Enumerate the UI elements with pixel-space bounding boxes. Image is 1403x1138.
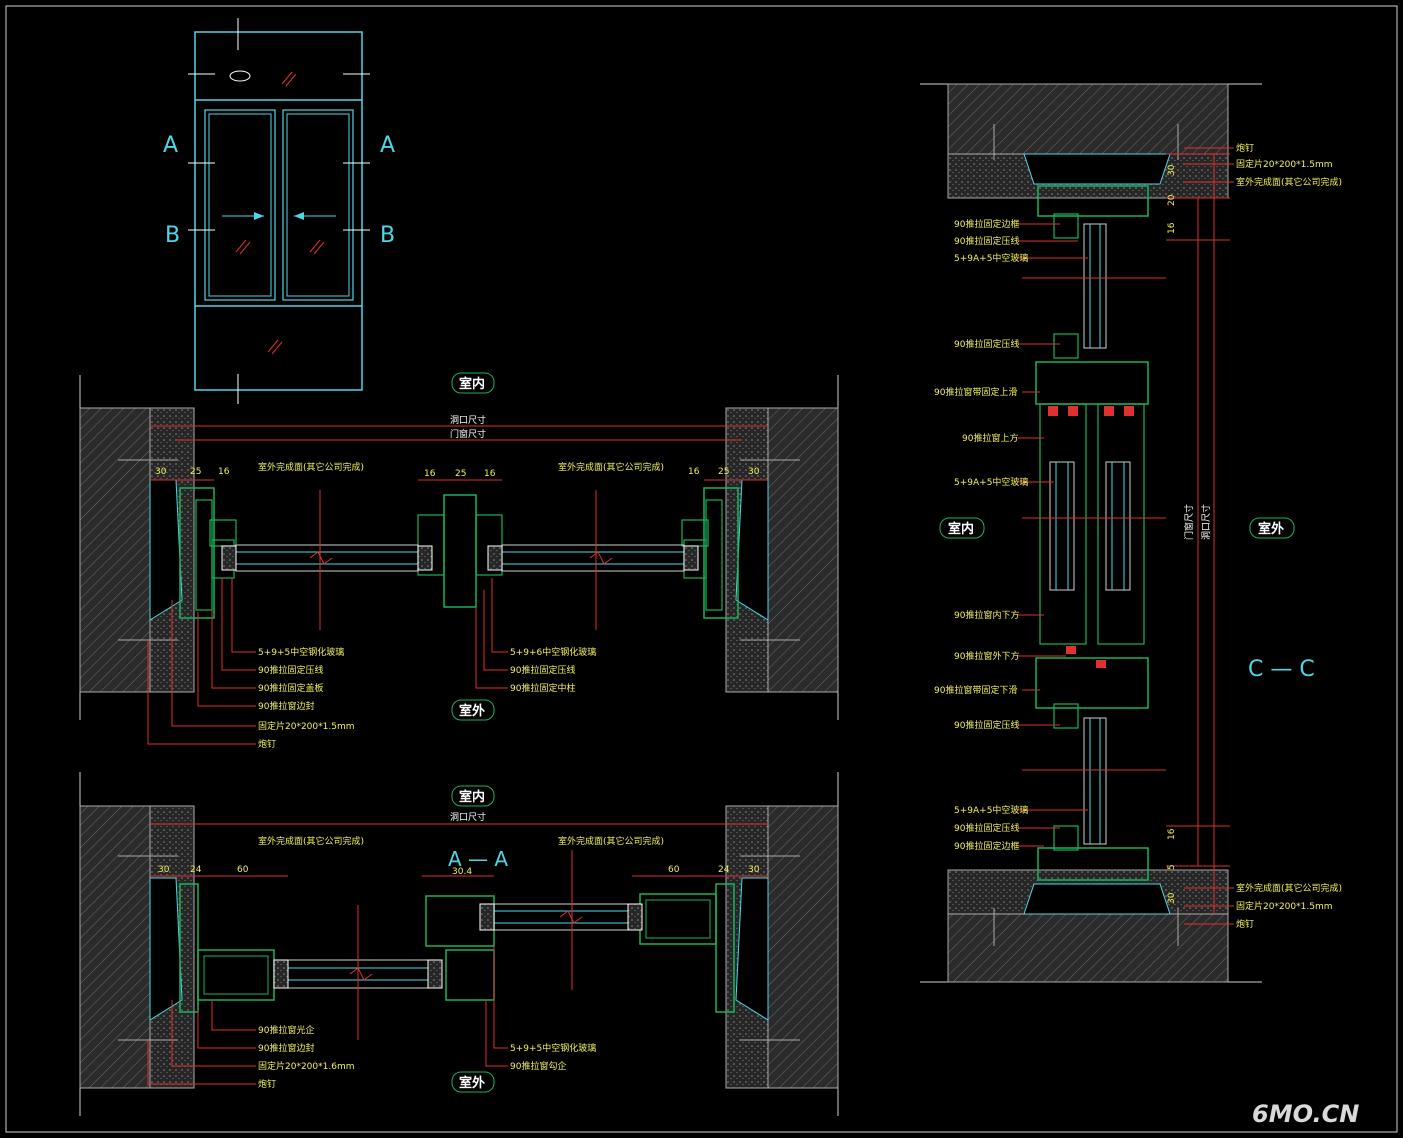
- cc-indoor: 室内: [948, 521, 974, 537]
- dim-left-2: 25: [190, 467, 201, 477]
- dim-cc-top-1: 30: [1167, 164, 1177, 176]
- cc-left-8: 90推拉窗内下方: [954, 609, 1019, 621]
- cc-top-right-2: 固定片20*200*1.5mm: [1236, 158, 1332, 170]
- plan-bottom-outdoor: 室外: [459, 1075, 485, 1091]
- label-left-1: 5+9+5中空钢化玻璃: [258, 646, 344, 658]
- dim-cc-bottom-3: 30: [1167, 892, 1177, 904]
- cc-top-right-1: 炮钉: [1236, 142, 1254, 154]
- dim-right-1: 16: [688, 467, 700, 477]
- plan-top-indoor: 室内: [459, 376, 485, 392]
- label-left-3: 90推拉固定盖板: [258, 682, 323, 694]
- left-finish-label-2: 室外完成面(其它公司完成): [258, 835, 364, 847]
- section-b-right-label: B: [380, 223, 395, 248]
- cc-bottom-right-1: 室外完成面(其它公司完成): [1236, 882, 1342, 894]
- cc-left-7: 5+9A+5中空玻璃: [954, 476, 1028, 488]
- label-b-left-4: 炮钉: [258, 1078, 276, 1090]
- wall-left: [79, 407, 151, 693]
- dim-cc-bottom-2: 5: [1167, 864, 1177, 870]
- dim-right-2: 25: [718, 467, 729, 477]
- label-left-5: 固定片20*200*1.5mm: [258, 720, 354, 732]
- dim-mid-2: 25: [455, 469, 466, 479]
- plan-top-outdoor: 室外: [459, 703, 485, 719]
- dim-cc-bottom-1: 16: [1167, 828, 1177, 840]
- dim-mid-3: 16: [484, 469, 496, 479]
- dim-b-right-3: 30: [748, 865, 760, 875]
- wall-right-2: [767, 805, 839, 1089]
- window-elevation: A A B B: [163, 18, 395, 404]
- cc-bottom-right-2: 固定片20*200*1.5mm: [1236, 900, 1332, 912]
- dim-b-right-1: 60: [668, 865, 680, 875]
- right-finish-label-2: 室外完成面(其它公司完成): [558, 835, 664, 847]
- section-aa-title: A — A: [448, 847, 508, 871]
- label-b-left-1: 90推拉窗光企: [258, 1024, 314, 1036]
- watermark: 6MO.CN: [1252, 1100, 1359, 1128]
- cc-left-4: 90推拉固定压线: [954, 338, 1019, 350]
- dim-right-3: 30: [748, 467, 760, 477]
- label-left-6: 炮钉: [258, 738, 276, 750]
- cc-left-3: 5+9A+5中空玻璃: [954, 252, 1028, 264]
- dim-cc-top-2: 20: [1167, 194, 1177, 206]
- label-right-3: 90推拉固定中柱: [510, 682, 575, 694]
- dim-left-1: 30: [155, 467, 167, 477]
- cc-top-right-3: 室外完成面(其它公司完成): [1236, 176, 1342, 188]
- dim-hole-size: 洞口尺寸: [450, 414, 486, 426]
- dim-door-size: 门窗尺寸: [450, 428, 486, 440]
- cc-left-14: 90推拉固定边框: [954, 840, 1019, 852]
- cc-left-2: 90推拉固定压线: [954, 235, 1019, 247]
- cc-left-12: 5+9A+5中空玻璃: [954, 804, 1028, 816]
- right-finish-label: 室外完成面(其它公司完成): [558, 461, 664, 473]
- label-right-2: 90推拉固定压线: [510, 664, 575, 676]
- dim-b-left-1: 30: [158, 865, 170, 875]
- cc-left-1: 90推拉固定边框: [954, 218, 1019, 230]
- plan-bottom-section: 洞口尺寸 30 24 60 30.4 60 24 30 室外完成面(其它公司完成…: [79, 772, 839, 1116]
- cc-left-9: 90推拉窗外下方: [954, 650, 1019, 662]
- label-b-right-1: 5+9+5中空钢化玻璃: [510, 1042, 596, 1054]
- section-b-left-label: B: [165, 223, 180, 248]
- cc-left-5: 90推拉窗带固定上滑: [934, 386, 1017, 398]
- dim-b-left-3: 60: [237, 865, 249, 875]
- wall-right: [767, 407, 839, 693]
- dim-door-size-cc: 门窗尺寸: [1183, 504, 1195, 540]
- plan-bottom-indoor: 室内: [459, 789, 485, 805]
- wall-left-2: [79, 805, 151, 1089]
- label-left-4: 90推拉窗边封: [258, 700, 314, 712]
- cc-left-13: 90推拉固定压线: [954, 822, 1019, 834]
- plan-top-section: 洞口尺寸 门窗尺寸 30 25 16 16 25 16 16 25 30 室外完…: [79, 372, 839, 750]
- dim-b-left-2: 24: [190, 865, 202, 875]
- dim-mid-1: 16: [424, 469, 436, 479]
- dim-cc-top-3: 16: [1167, 222, 1177, 234]
- section-a-right-label: A: [380, 133, 395, 158]
- cc-left-11: 90推拉固定压线: [954, 719, 1019, 731]
- drawing-border: [5, 5, 1398, 1133]
- label-right-1: 5+9+6中空钢化玻璃: [510, 646, 596, 658]
- label-b-right-2: 90推拉窗勾企: [510, 1060, 566, 1072]
- dim-left-3: 16: [218, 467, 230, 477]
- dim-hole-size-cc: 洞口尺寸: [1200, 504, 1212, 540]
- section-a-left-label: A: [163, 133, 178, 158]
- section-cc-title: C — C: [1248, 657, 1315, 682]
- dim-b-right-2: 24: [718, 865, 730, 875]
- label-b-left-2: 90推拉窗边封: [258, 1042, 314, 1054]
- left-finish-label: 室外完成面(其它公司完成): [258, 461, 364, 473]
- label-left-2: 90推拉固定压线: [258, 664, 323, 676]
- dim-hole-size-2: 洞口尺寸: [450, 811, 486, 823]
- section-cc: 门窗尺寸 洞口尺寸 30 20 16 16 5 30 炮钉 固定片20*200*…: [920, 83, 1342, 983]
- dim-b-mid: 30.4: [452, 867, 472, 877]
- label-b-left-3: 固定片20*200*1.6mm: [258, 1060, 354, 1072]
- cc-bottom-right-3: 炮钉: [1236, 918, 1254, 930]
- cc-left-10: 90推拉窗带固定下滑: [934, 684, 1017, 696]
- cc-left-6: 90推拉窗上方: [962, 432, 1018, 444]
- cc-outdoor: 室外: [1258, 521, 1284, 537]
- lintel: [947, 83, 1229, 155]
